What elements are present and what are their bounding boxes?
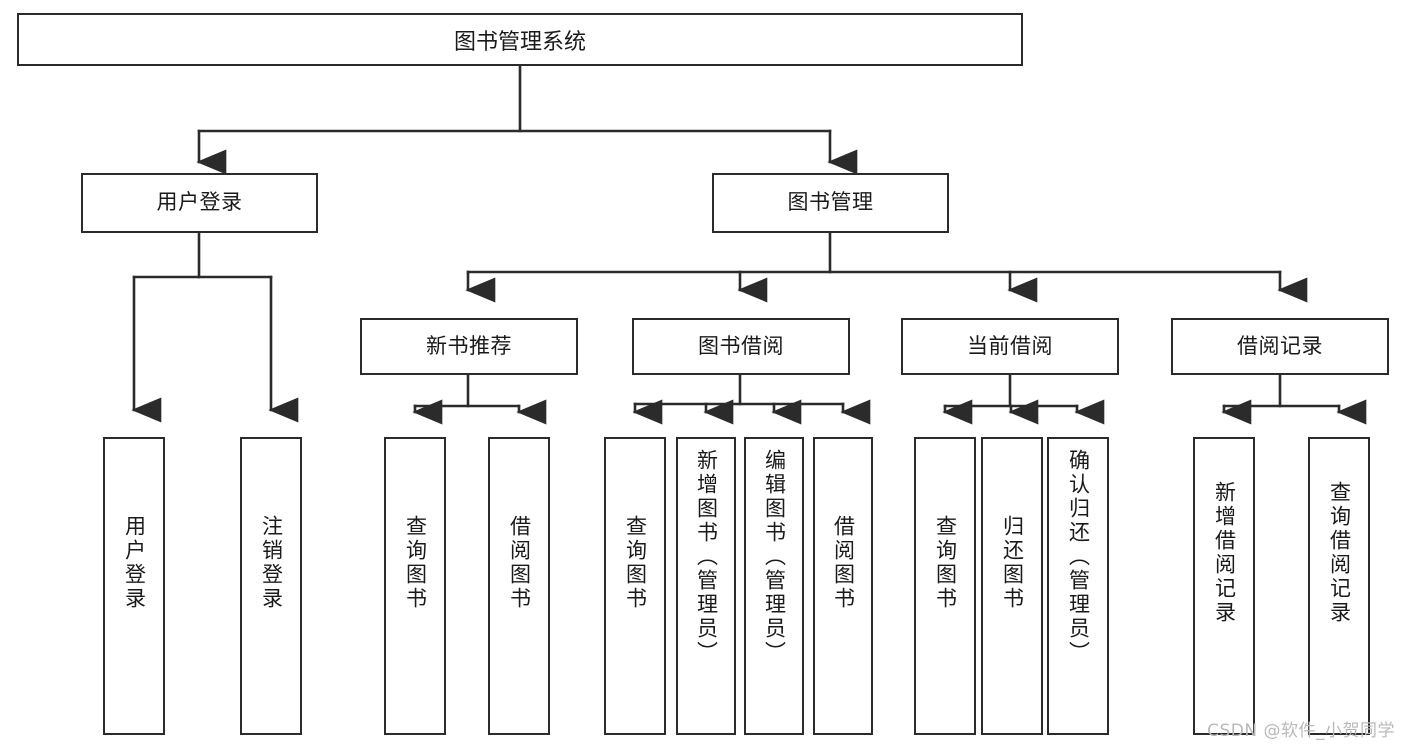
leaf-label: 新增借阅记录 <box>1212 481 1237 625</box>
leaf-label: 确认归还（管理员） <box>1066 449 1091 665</box>
leaf-label: 新增图书（管理员） <box>694 449 719 665</box>
leaf-label: 查询图书 <box>403 515 428 611</box>
node-book-management[interactable]: 图书管理 <box>712 173 949 233</box>
leaf-query-book-current[interactable]: 查询图书 <box>914 437 976 735</box>
leaf-label: 编辑图书（管理员） <box>762 449 787 665</box>
leaf-label: 用户登录 <box>122 515 147 611</box>
leaf-label: 借阅图书 <box>831 515 856 611</box>
leaf-borrow-book-recommendation[interactable]: 借阅图书 <box>488 437 550 735</box>
node-book-borrow[interactable]: 图书借阅 <box>632 318 850 375</box>
leaf-label: 查询图书 <box>623 515 648 611</box>
leaf-user-login[interactable]: 用户登录 <box>103 437 165 735</box>
leaf-return-book[interactable]: 归还图书 <box>981 437 1043 735</box>
node-user-login[interactable]: 用户登录 <box>81 173 318 233</box>
leaf-confirm-return-admin[interactable]: 确认归还（管理员） <box>1047 437 1109 735</box>
leaf-edit-book-admin[interactable]: 编辑图书（管理员） <box>744 437 804 735</box>
leaf-label: 查询图书 <box>933 515 958 611</box>
leaf-query-book-recommendation[interactable]: 查询图书 <box>384 437 446 735</box>
leaf-logout[interactable]: 注销登录 <box>240 437 302 735</box>
node-root[interactable]: 图书管理系统 <box>17 13 1023 66</box>
node-current-borrow[interactable]: 当前借阅 <box>901 318 1119 375</box>
node-borrow-record[interactable]: 借阅记录 <box>1171 318 1389 375</box>
leaf-query-book-borrow[interactable]: 查询图书 <box>604 437 666 735</box>
node-new-book-recommendation[interactable]: 新书推荐 <box>360 318 578 375</box>
leaf-label: 借阅图书 <box>507 515 532 611</box>
leaf-add-book-admin[interactable]: 新增图书（管理员） <box>676 437 736 735</box>
leaf-query-borrow-record[interactable]: 查询借阅记录 <box>1308 437 1370 735</box>
leaf-label: 归还图书 <box>1000 515 1025 611</box>
leaf-add-borrow-record[interactable]: 新增借阅记录 <box>1193 437 1255 735</box>
leaf-label: 查询借阅记录 <box>1327 481 1352 625</box>
leaf-borrow-book[interactable]: 借阅图书 <box>813 437 873 735</box>
leaf-label: 注销登录 <box>259 515 284 611</box>
